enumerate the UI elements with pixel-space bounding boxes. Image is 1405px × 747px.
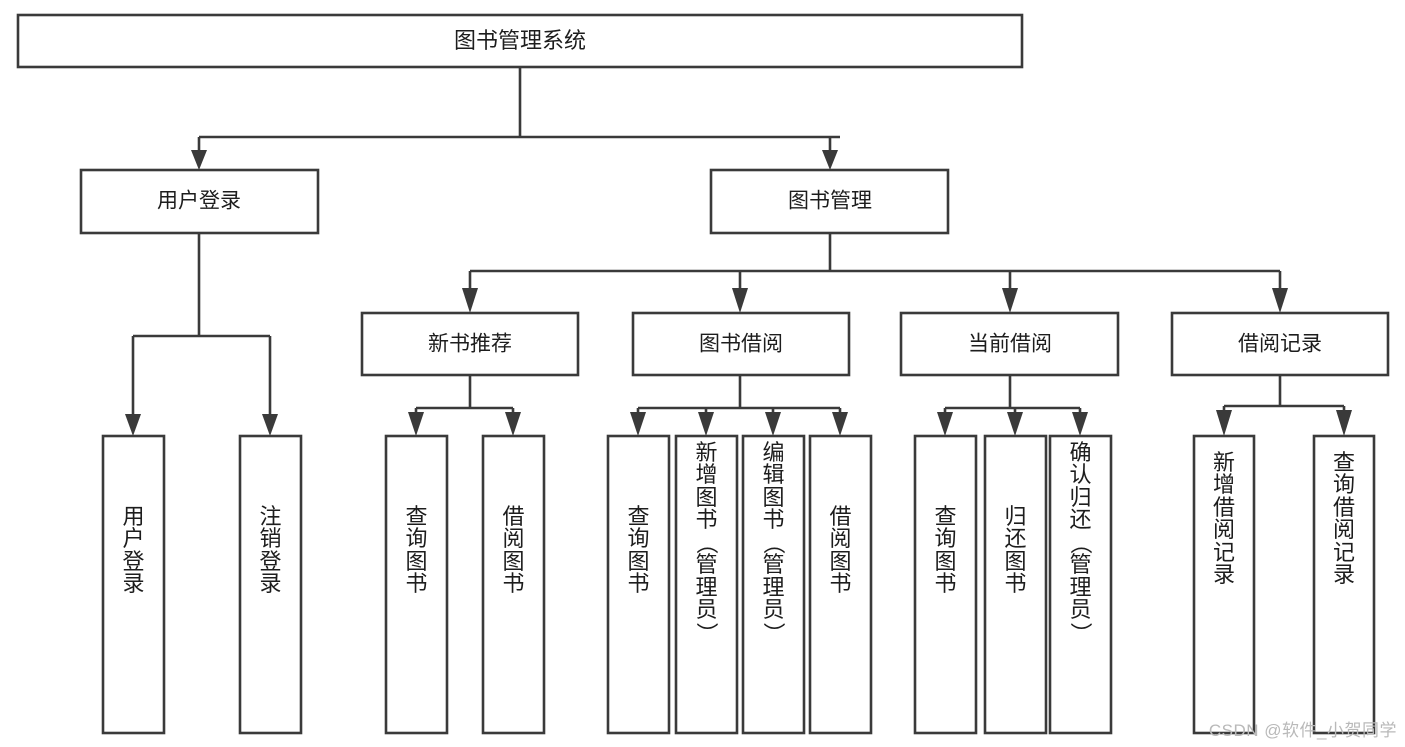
- leaf-box-edit-book[interactable]: [741, 434, 806, 735]
- connector-root-to-level2: [191, 67, 840, 170]
- node-book-borrow-label: 图书借阅: [699, 333, 783, 356]
- leaf-box-borrow-book-1[interactable]: [481, 434, 546, 735]
- leaf-box-user-login[interactable]: [101, 434, 166, 735]
- node-user-login[interactable]: 用户登录: [79, 168, 320, 235]
- leaf-box-query-borrow-record[interactable]: [1312, 434, 1376, 735]
- node-new-book-recommend[interactable]: 新书推荐: [360, 311, 580, 377]
- connector-user-login-to-leaves: [125, 233, 278, 436]
- node-current-borrow[interactable]: 当前借阅: [899, 311, 1120, 377]
- leaf-box-confirm-return[interactable]: [1048, 434, 1113, 735]
- connector-current-borrow-to-leaves: [937, 375, 1088, 436]
- node-user-login-label: 用户登录: [157, 190, 241, 213]
- leaf-box-logout[interactable]: [238, 434, 303, 735]
- node-root-label: 图书管理系统: [454, 28, 586, 53]
- node-borrow-records[interactable]: 借阅记录: [1170, 311, 1390, 377]
- leaf-box-query-book-1[interactable]: [384, 434, 449, 735]
- connector-new-book-to-leaves: [408, 375, 521, 436]
- leaf-box-add-book[interactable]: [674, 434, 739, 735]
- node-current-borrow-label: 当前借阅: [968, 333, 1052, 356]
- node-root[interactable]: 图书管理系统: [16, 13, 1024, 69]
- leaf-box-query-book-3[interactable]: [913, 434, 978, 735]
- node-new-book-recommend-label: 新书推荐: [428, 333, 512, 356]
- node-book-management-label: 图书管理: [788, 190, 872, 213]
- leaf-box-add-borrow-record[interactable]: [1192, 434, 1256, 735]
- leaf-box-query-book-2[interactable]: [606, 434, 671, 735]
- node-borrow-records-label: 借阅记录: [1238, 333, 1322, 356]
- node-book-management[interactable]: 图书管理: [709, 168, 950, 235]
- leaf-box-return-book[interactable]: [983, 434, 1048, 735]
- connector-book-borrow-to-leaves: [630, 375, 848, 436]
- node-book-borrow[interactable]: 图书借阅: [631, 311, 851, 377]
- leaf-box-borrow-book-2[interactable]: [808, 434, 873, 735]
- connector-borrow-records-to-leaves: [1216, 375, 1352, 436]
- watermark-text: CSDN @软件_小贺同学: [1208, 721, 1397, 740]
- connector-book-mgmt-to-level3: [462, 233, 1288, 313]
